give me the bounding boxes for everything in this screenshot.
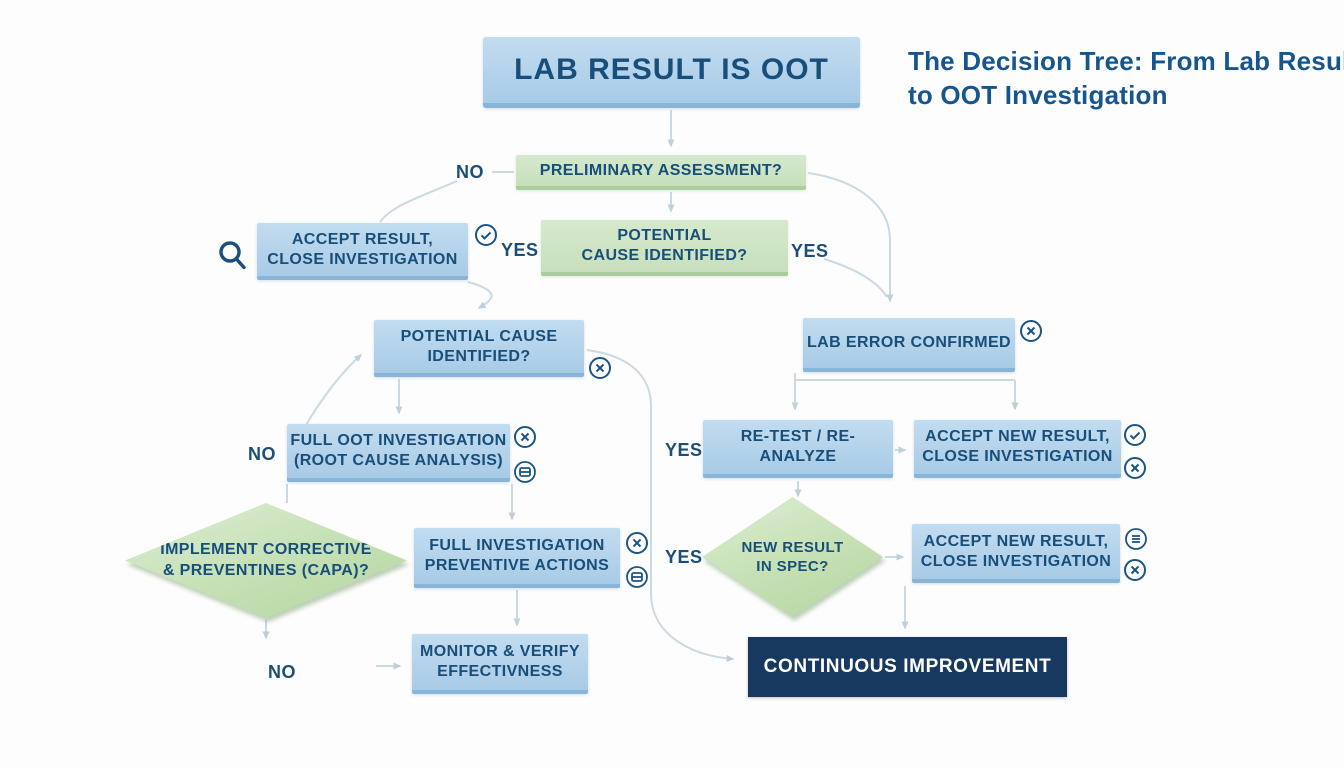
node-label-line2: EFFECTIVNESS xyxy=(437,663,563,680)
node-label-line1: NEW RESULT xyxy=(741,538,844,556)
node-label-line1: FULL OOT INVESTIGATION xyxy=(290,432,507,450)
node-label-line1: ACCEPT NEW RESULT, xyxy=(925,428,1110,446)
page-title: The Decision Tree: From Lab Results to O… xyxy=(908,44,1344,113)
check-circle-icon xyxy=(474,223,498,247)
node-label-line2: IDENTIFIED? xyxy=(427,347,531,365)
node-label: LAB RESULT IS OOT xyxy=(514,52,829,86)
node-label-line2: CLOSE INVESTIGATION xyxy=(267,250,458,268)
edge-label-yes-right: YES xyxy=(791,241,829,261)
node-label-line1: FULL INVESTIGATION xyxy=(429,537,605,555)
page-title-line2: to OOT Investigation xyxy=(908,80,1168,111)
list-circle-icon xyxy=(1124,527,1148,551)
spec-diamond-shape: NEW RESULT IN SPEC? xyxy=(702,497,883,617)
node-accept-new-result-1: ACCEPT NEW RESULT, CLOSE INVESTIGATION xyxy=(914,420,1121,478)
node-accept-result-close: ACCEPT RESULT, CLOSE INVESTIGATION xyxy=(257,223,468,280)
edge-label-yes-spec: YES xyxy=(665,547,703,567)
node-label-line2: & PREVENTINES (CAPA)? xyxy=(162,561,370,579)
node-potential-cause-identified-green: POTENTIAL CAUSE IDENTIFIED? xyxy=(541,220,788,276)
x-circle-icon xyxy=(513,425,537,449)
node-lab-error-confirmed: LAB ERROR CONFIRMED xyxy=(803,318,1015,372)
node-label-line2: PREVENTIVE ACTIONS xyxy=(424,557,610,574)
edge-label-yes-retest: YES xyxy=(665,440,703,460)
node-potential-cause-identified-blue: POTENTIAL CAUSE IDENTIFIED? xyxy=(374,320,584,377)
page-title-line1: The Decision Tree: From Lab Results xyxy=(908,46,1344,76)
node-label-line2: IN SPEC? xyxy=(756,558,829,575)
node-label: PRELIMINARY ASSESSMENT? xyxy=(539,161,783,179)
node-full-investigation-preventive: FULL INVESTIGATION PREVENTIVE ACTIONS xyxy=(414,528,620,588)
edge-label-yes-left: YES xyxy=(501,240,539,260)
node-label: CONTINUOUS IMPROVEMENT xyxy=(763,656,1052,678)
edge-label-no-top: NO xyxy=(456,162,484,182)
edge-label-no-bottom: NO xyxy=(268,662,296,682)
node-label: RE-TEST / RE-ANALYZE xyxy=(740,428,856,465)
node-monitor-verify: MONITOR & VERIFY EFFECTIVNESS xyxy=(412,634,588,694)
node-capa-diamond: IMPLEMENT CORRECTIVE & PREVENTINES (CAPA… xyxy=(125,503,407,618)
check-circle-icon xyxy=(1123,423,1147,447)
x-circle-icon xyxy=(588,356,612,380)
node-preliminary-assessment: PRELIMINARY ASSESSMENT? xyxy=(516,155,806,190)
capa-diamond-shape: IMPLEMENT CORRECTIVE & PREVENTINES (CAPA… xyxy=(125,503,407,618)
node-retest-reanalyze: RE-TEST / RE-ANALYZE xyxy=(703,420,893,478)
search-icon xyxy=(216,238,248,272)
node-label-line2: CLOSE INVESTIGATION xyxy=(922,448,1113,465)
node-lab-result-oot: LAB RESULT IS OOT xyxy=(483,37,860,108)
node-label-line1: MONITOR & VERIFY xyxy=(420,643,580,661)
node-label-line2: (ROOT CAUSE ANALYSIS) xyxy=(293,452,503,469)
node-label-line1: POTENTIAL CAUSE xyxy=(400,327,558,345)
x-circle-icon xyxy=(1123,558,1147,582)
node-label-line1: IMPLEMENT CORRECTIVE xyxy=(160,540,372,558)
node-new-result-in-spec: NEW RESULT IN SPEC? xyxy=(702,497,883,617)
x-circle-icon xyxy=(625,531,649,555)
node-label-line2: CAUSE IDENTIFIED? xyxy=(581,247,748,264)
x-circle-icon xyxy=(1019,319,1043,343)
node-label-line1: ACCEPT NEW RESULT, xyxy=(923,532,1109,550)
node-accept-new-result-2: ACCEPT NEW RESULT, CLOSE INVESTIGATION xyxy=(912,524,1120,583)
node-label-line2: CLOSE INVESTIGATION xyxy=(920,552,1112,570)
node-label-line1: ACCEPT RESULT, xyxy=(291,230,434,248)
node-label-line1: POTENTIAL xyxy=(617,227,712,245)
document-circle-icon xyxy=(513,460,537,484)
document-circle-icon xyxy=(625,565,649,589)
edge-label-no-mid: NO xyxy=(248,444,276,464)
node-label: LAB ERROR CONFIRMED xyxy=(806,334,1012,352)
x-circle-icon xyxy=(1123,456,1147,480)
node-continuous-improvement: CONTINUOUS IMPROVEMENT xyxy=(748,637,1067,697)
node-full-oot-investigation: FULL OOT INVESTIGATION (ROOT CAUSE ANALY… xyxy=(287,424,510,482)
